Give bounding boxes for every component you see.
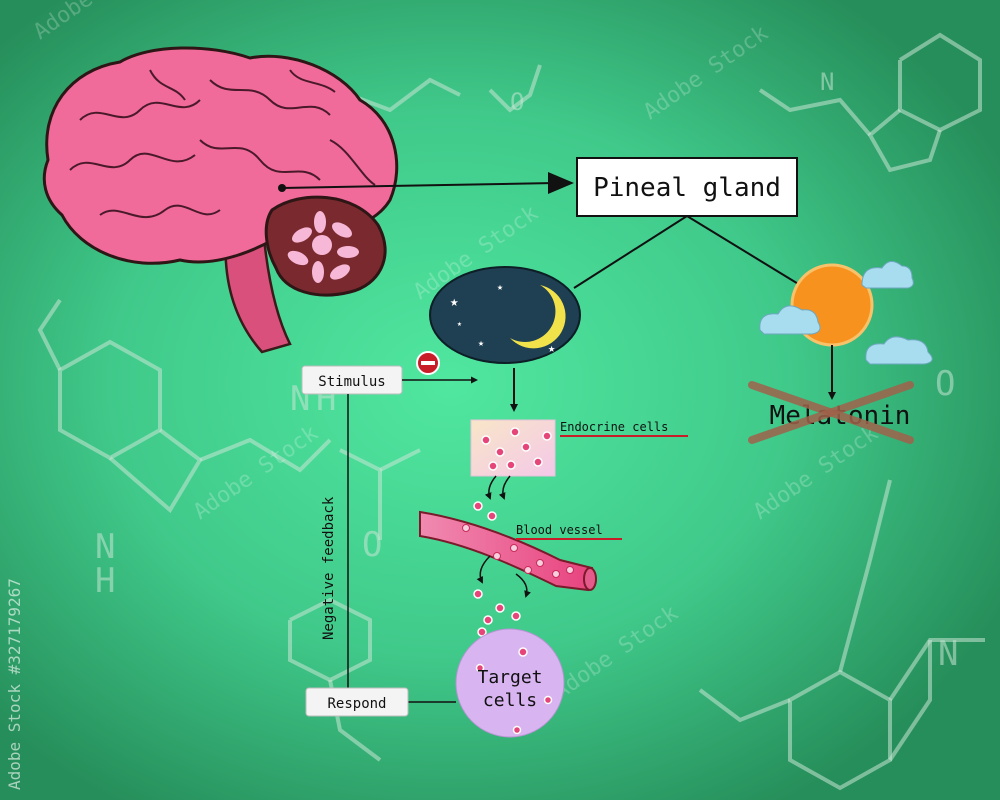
secretion-arrow bbox=[484, 475, 497, 500]
brain-folds bbox=[69, 69, 376, 219]
branch-to-night bbox=[573, 215, 688, 289]
svg-text:★: ★ bbox=[478, 338, 484, 349]
hormone-particles bbox=[473, 589, 521, 637]
svg-text:★: ★ bbox=[497, 282, 503, 293]
stars: ★ ★ ★ ★ ★ bbox=[450, 282, 555, 355]
hormone-particles bbox=[473, 501, 497, 521]
endocrine-cells-icon bbox=[470, 419, 556, 477]
arrow-to-pineal-head bbox=[548, 172, 574, 194]
watermark-side-text: Adobe Stock #327179267 bbox=[5, 578, 24, 790]
target-cells-circle bbox=[455, 628, 565, 738]
svg-text:O: O bbox=[510, 88, 524, 116]
svg-text:★: ★ bbox=[457, 319, 462, 328]
svg-text:N: N bbox=[938, 634, 958, 674]
svg-text:H: H bbox=[95, 561, 115, 601]
night-icon: ★ ★ ★ ★ ★ bbox=[429, 266, 581, 364]
release-arrow bbox=[515, 573, 531, 598]
cerebellum-arbor bbox=[287, 211, 359, 283]
negative-feedback-label: Negative feedback bbox=[321, 496, 337, 640]
endocrine-cells-label: Endocrine cells bbox=[560, 420, 668, 434]
svg-text:★: ★ bbox=[450, 294, 459, 310]
cloud-icon bbox=[759, 261, 933, 365]
svg-text:O: O bbox=[935, 364, 955, 404]
stimulus-label: Stimulus bbox=[318, 374, 385, 390]
svg-text:N: N bbox=[820, 68, 834, 96]
arrow-to-pineal-line bbox=[281, 182, 556, 189]
melatonin-cross-icon bbox=[748, 381, 914, 444]
secretion-arrow bbox=[498, 475, 511, 500]
svg-text:★: ★ bbox=[548, 341, 555, 355]
moon-icon bbox=[510, 285, 566, 349]
blood-vessel-icon bbox=[419, 510, 597, 592]
brain-illustration bbox=[42, 46, 399, 354]
branch-to-day bbox=[686, 215, 801, 286]
svg-text:O: O bbox=[362, 525, 382, 565]
day-icon bbox=[759, 261, 933, 365]
release-arrow bbox=[476, 555, 491, 584]
blood-vessel-label: Blood vessel bbox=[516, 523, 603, 537]
pineal-gland-label: Pineal gland bbox=[593, 173, 781, 203]
target-cells-label-line1: Target bbox=[477, 667, 542, 688]
svg-text:N: N bbox=[95, 527, 115, 567]
target-particles bbox=[475, 647, 553, 735]
inhibition-icon bbox=[416, 351, 440, 375]
respond-label: Respond bbox=[327, 696, 386, 712]
respond-box bbox=[305, 687, 409, 717]
target-cells-label-line2: cells bbox=[483, 690, 537, 711]
